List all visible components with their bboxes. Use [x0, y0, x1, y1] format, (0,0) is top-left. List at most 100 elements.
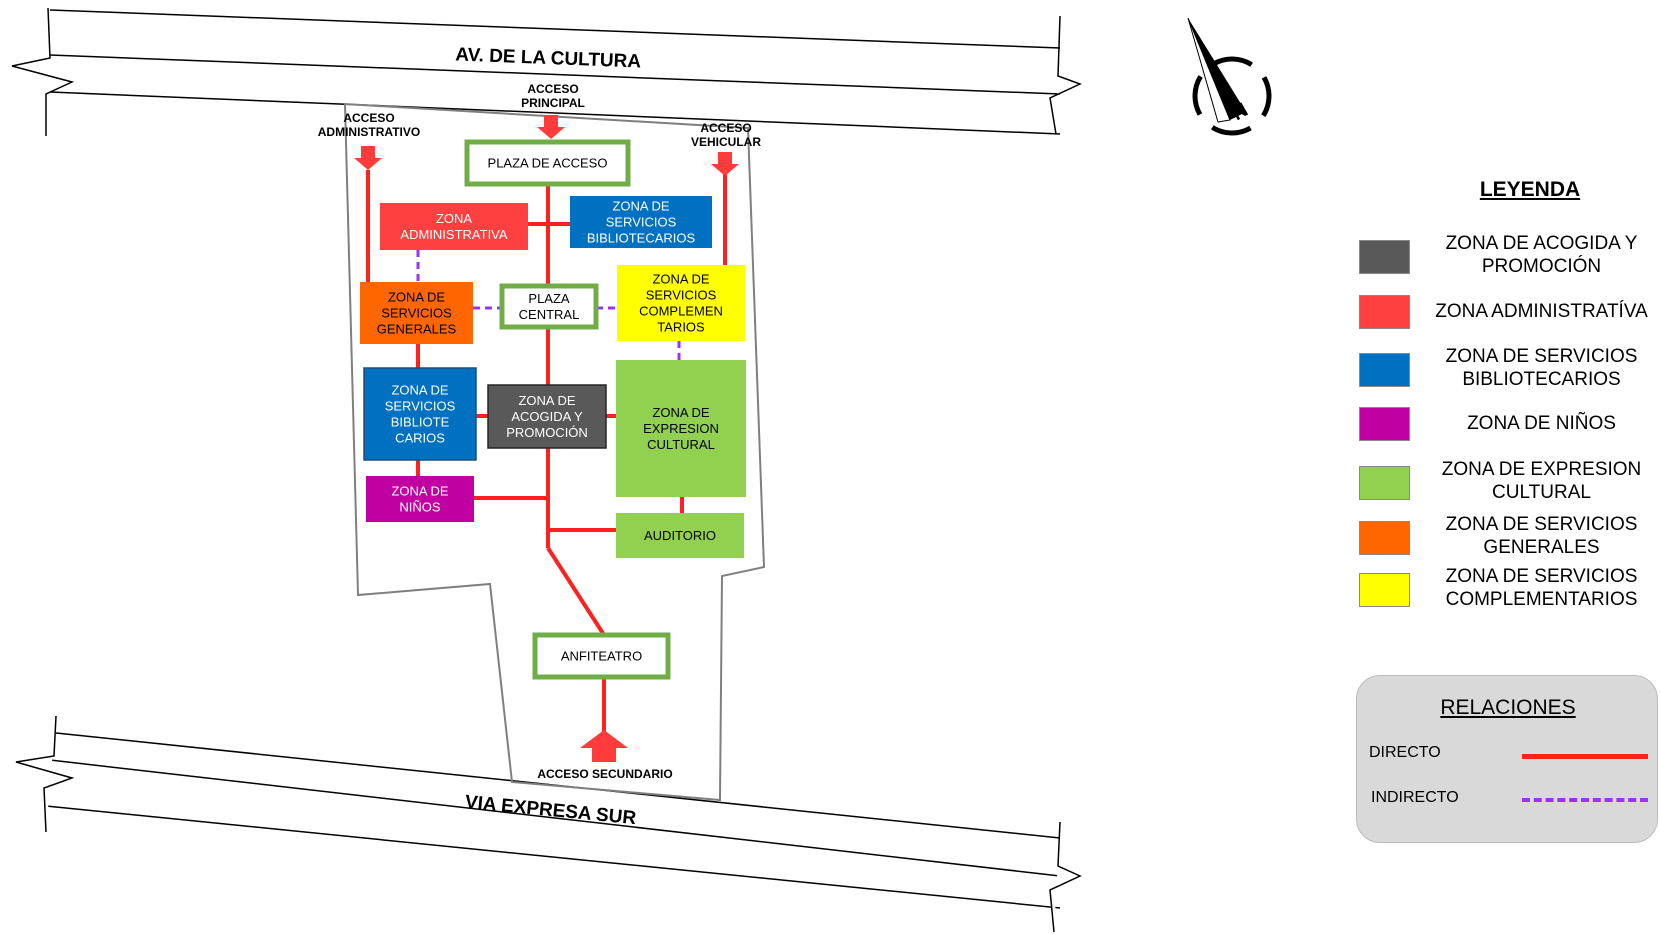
zone-label-line: ACOGIDA Y: [511, 409, 583, 424]
legend-label-line: ZONA DE NIÑOS: [1467, 413, 1616, 434]
zone-label-line: ZONA DE: [391, 383, 448, 398]
zone-box: [363, 367, 477, 461]
zone-label-line: ADMINISTRATIVA: [400, 227, 507, 242]
zone-label-line: TARIOS: [657, 320, 705, 335]
zone-box: [616, 360, 746, 497]
street-south-name: VIA EXPRESA SUR: [464, 792, 637, 829]
zone-box: [360, 282, 473, 344]
zone-label-line: BIBLIOTE: [391, 415, 450, 430]
relation-direct-label: DIRECTO: [1369, 744, 1441, 761]
north-compass-icon: N: [1187, 17, 1272, 136]
zone-label-line: ZONA DE: [652, 272, 709, 287]
legend-swatch: [1359, 521, 1410, 555]
zone-label: AUDITORIO: [644, 528, 716, 543]
zone-label-line: PROMOCIÓN: [506, 425, 588, 440]
zone-label-line: GENERALES: [377, 322, 457, 337]
zone-label-line: SERVICIOS: [646, 288, 717, 303]
relation-indirect-label: INDIRECTO: [1371, 789, 1459, 806]
access-arrow-administrativo: [354, 146, 382, 170]
indirect-relations: [416, 250, 681, 360]
access-label-line: PRINCIPAL: [521, 96, 585, 110]
zone-box: [487, 384, 607, 449]
legend-label: ZONA ADMINISTRATÍVA: [1423, 300, 1660, 323]
access-label-secundario: ACCESO SECUNDARIO: [537, 767, 672, 781]
zone-box: [464, 139, 631, 187]
legend-swatch: [1359, 466, 1410, 500]
legend-title: LEYENDA: [1479, 178, 1581, 201]
zone-label-line: ANFITEATRO: [561, 649, 642, 664]
zone-box: [380, 203, 528, 250]
zone-label-line: CULTURAL: [647, 437, 715, 452]
legend-label-line: COMPLEMENTARIOS: [1445, 589, 1638, 610]
access-arrow-principal: [537, 115, 565, 139]
zone-label-line: BIBLIOTECARIOS: [587, 231, 696, 246]
access-label-line: ACCESO: [700, 121, 751, 135]
access-label-line: ACCESO: [527, 82, 578, 96]
zone-label-line: CARIOS: [395, 431, 445, 446]
zone-box: [366, 476, 474, 522]
zone-label-line: ZONA DE: [518, 393, 575, 408]
zone-label-line: ZONA DE: [652, 405, 709, 420]
site-boundary: [343, 102, 766, 802]
street-south: VIA EXPRESA SUR: [15, 715, 1082, 933]
zone-label-line: ZONA DE: [391, 484, 448, 499]
zone-label-line: SERVICIOS: [385, 399, 456, 414]
zone-label-line: SERVICIOS: [606, 215, 677, 230]
zone-label-line: PLAZA DE ACCESO: [488, 156, 608, 171]
zone-plaza-acceso: PLAZA DE ACCESO: [464, 139, 631, 187]
legend-label-line: ZONA DE SERVICIOS: [1445, 346, 1638, 367]
legend-swatch: [1359, 240, 1410, 274]
zone-label: PLAZA DE ACCESO: [488, 156, 608, 171]
legend-label-line: ZONA DE SERVICIOS: [1445, 566, 1638, 587]
zone-label-line: SERVICIOS: [381, 306, 452, 321]
zone-label-line: ZONA: [436, 211, 472, 226]
legend-item: ZONA DE NIÑOS: [1355, 405, 1660, 455]
zone-label-line: EXPRESION: [643, 421, 719, 436]
access-label-line: ACCESO SECUNDARIO: [537, 767, 672, 781]
legend-label-line: PROMOCIÓN: [1481, 256, 1602, 277]
legend-label: ZONA DE NIÑOS: [1423, 412, 1660, 435]
street-north-name: AV. DE LA CULTURA: [455, 44, 642, 72]
access-label-line: VEHICULAR: [691, 135, 761, 149]
zone-label-line: NIÑOS: [399, 500, 441, 515]
access-arrow-vehicular: [711, 152, 739, 176]
access-label-line: ADMINISTRATIVO: [318, 125, 420, 139]
zone-label-line: ZONA DE: [612, 199, 669, 214]
zone-label: ANFITEATRO: [561, 649, 642, 664]
zone-box: [616, 513, 744, 558]
zone-label-line: CENTRAL: [519, 307, 580, 322]
zone-auditorio: AUDITORIO: [616, 513, 744, 558]
relation-indirect-line: [1522, 798, 1648, 802]
relations-title: RELACIONES: [1440, 696, 1576, 719]
access-arrows: [354, 115, 739, 762]
legend-item: ZONA ADMINISTRATÍVA: [1355, 293, 1660, 343]
legend-swatch: [1359, 353, 1410, 387]
legend-label-line: GENERALES: [1483, 537, 1600, 558]
zone-label-line: COMPLEMEN: [639, 304, 723, 319]
